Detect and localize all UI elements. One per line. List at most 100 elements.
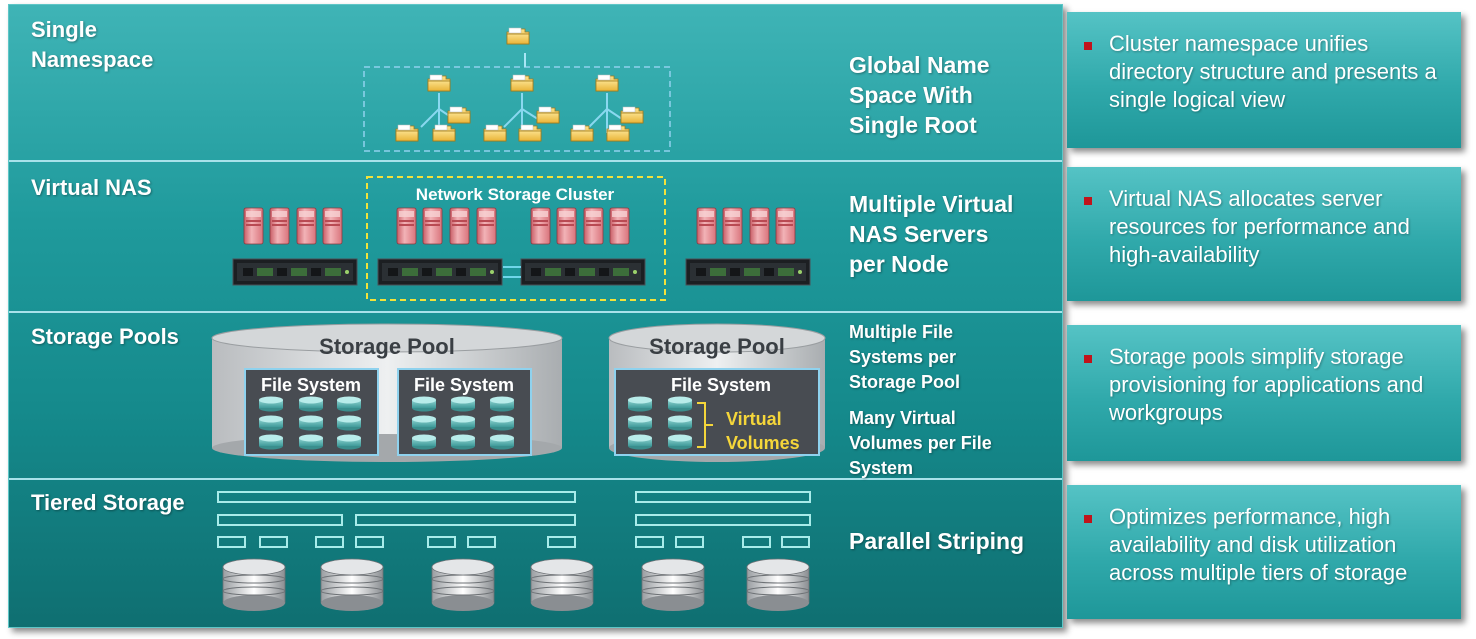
file-system-label: File System — [671, 375, 771, 395]
stripe-bar — [635, 514, 811, 526]
storage-pool-label: Storage Pool — [319, 334, 455, 359]
namespace-tree — [363, 27, 671, 152]
folder-icon — [536, 106, 560, 124]
virtual-volumes-label: Virtual — [726, 409, 782, 429]
disk-icon — [628, 415, 652, 431]
bullet-icon — [1084, 197, 1092, 205]
side-panel-text: Optimizes performance, high availability… — [1109, 504, 1408, 585]
vnas-layer-title: Virtual NAS — [31, 175, 152, 200]
server-tower-icon — [476, 207, 497, 245]
folder-icon — [432, 124, 456, 142]
server-tower-icon — [243, 207, 264, 245]
network-storage-cluster-box — [366, 176, 666, 301]
stripe-bar — [355, 514, 576, 526]
vnas-description: Multiple Virtual NAS Servers per Node — [849, 191, 1014, 277]
pools-description-1: Multiple File Systems per Storage Pool — [849, 322, 961, 392]
disk-icon — [490, 415, 514, 431]
disk-icon — [490, 396, 514, 412]
architecture-diagram: Single Namespace Virtual NAS Storage Poo… — [8, 4, 1063, 628]
side-panel-namespace: Cluster namespace unifies directory stru… — [1067, 12, 1461, 148]
root-folder-icon — [506, 27, 530, 45]
layer-divider — [9, 160, 1062, 162]
database-disk-icon — [222, 558, 286, 612]
tiered-description: Parallel Striping — [849, 528, 1025, 554]
pools-description-2: Many Virtual Volumes per File System — [849, 408, 992, 478]
tiered-layer-title: Tiered Storage — [31, 490, 185, 515]
disk-icon — [451, 415, 475, 431]
disk-icon — [259, 415, 283, 431]
stripe-bar — [217, 514, 343, 526]
disk-icon — [412, 415, 436, 431]
database-disks — [222, 558, 810, 612]
stripe-bar — [427, 536, 456, 548]
server-tower-icon — [583, 207, 604, 245]
disk-icon — [628, 396, 652, 412]
rack-server-icon — [232, 258, 358, 286]
folder-icon — [620, 106, 644, 124]
disk-icon — [451, 396, 475, 412]
folder-icon — [447, 106, 471, 124]
server-tower-icon — [749, 207, 770, 245]
disk-icon — [299, 434, 323, 450]
disk-icon — [412, 434, 436, 450]
server-tower-icon — [696, 207, 717, 245]
stripe-bar — [315, 536, 344, 548]
disk-icon — [490, 434, 514, 450]
disk-icon — [337, 434, 361, 450]
side-panel-text: Cluster namespace unifies directory stru… — [1109, 31, 1437, 112]
disk-icon — [451, 434, 475, 450]
storage-pool-label: Storage Pool — [649, 334, 785, 359]
virtual-volumes-label: Volumes — [726, 433, 800, 453]
side-panel-vnas: Virtual NAS allocates server resources f… — [1067, 167, 1461, 301]
disk-icon — [299, 415, 323, 431]
rack-server-icon — [685, 258, 811, 286]
side-panel-pools: Storage pools simplify storage provision… — [1067, 325, 1461, 461]
server-tower-icon — [609, 207, 630, 245]
cluster-label: Network Storage Cluster — [416, 185, 615, 204]
stripe-bar — [675, 536, 704, 548]
file-system-label: File System — [414, 375, 514, 395]
virtual-nas-graphic: Network Storage Cluster — [232, 176, 811, 301]
disk-icon — [668, 415, 692, 431]
disk-icon — [299, 396, 323, 412]
namespace-layer-title: Single Namespace — [31, 17, 154, 72]
side-panel-text: Virtual NAS allocates server resources f… — [1109, 186, 1410, 267]
disk-icon — [259, 396, 283, 412]
disk-icon — [668, 396, 692, 412]
tiered-storage-graphic — [217, 491, 811, 548]
stripe-bar — [742, 536, 771, 548]
bullet-icon — [1084, 515, 1092, 523]
database-disk-icon — [320, 558, 384, 612]
stripe-bar — [635, 536, 664, 548]
server-tower-icon — [722, 207, 743, 245]
side-panel-text: Storage pools simplify storage provision… — [1109, 344, 1424, 425]
side-panel-tiered: Optimizes performance, high availability… — [1067, 485, 1461, 619]
disk-icon — [412, 396, 436, 412]
folder-icon — [510, 74, 534, 92]
stripe-bar — [467, 536, 496, 548]
server-tower-icon — [449, 207, 470, 245]
stripe-bar — [547, 536, 576, 548]
stripe-bar — [259, 536, 288, 548]
server-tower-icon — [296, 207, 317, 245]
rack-server-icon — [377, 258, 503, 286]
storage-pool-large: Storage Pool File System File System — [211, 323, 563, 462]
file-system-label: File System — [261, 375, 361, 395]
server-tower-icon — [422, 207, 443, 245]
stripe-bar — [217, 536, 246, 548]
server-tower-icon — [530, 207, 551, 245]
disk-icon — [337, 396, 361, 412]
rack-server-icon — [520, 258, 646, 286]
server-tower-icon — [396, 207, 417, 245]
bullet-icon — [1084, 42, 1092, 50]
stripe-bar — [355, 536, 384, 548]
disk-icon — [668, 434, 692, 450]
folder-icon — [595, 74, 619, 92]
namespace-description: Global Name Space With Single Root — [849, 52, 990, 138]
stripe-bar — [635, 491, 811, 503]
stripe-bar — [217, 491, 576, 503]
layer-divider — [9, 311, 1062, 313]
server-tower-icon — [269, 207, 290, 245]
layer-divider — [9, 478, 1062, 480]
folder-icon — [427, 74, 451, 92]
